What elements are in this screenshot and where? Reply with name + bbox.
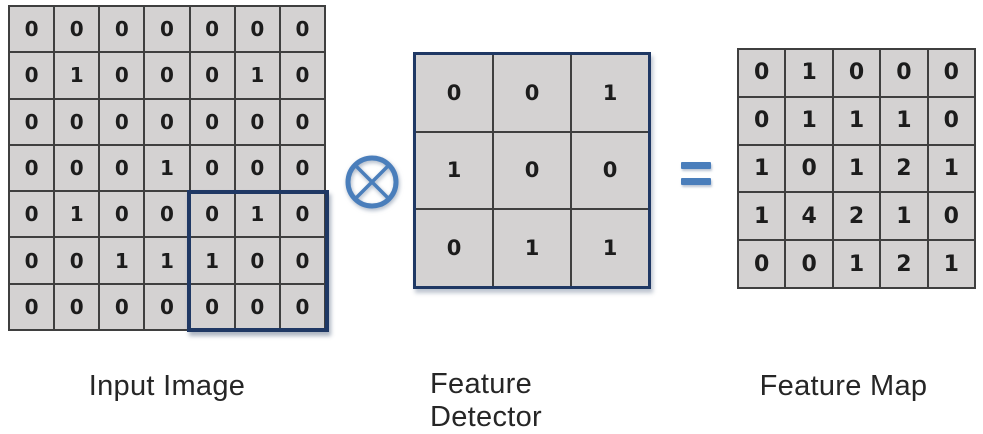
cell-r1c7: 0 — [280, 7, 324, 52]
cell-r2c3: 0 — [572, 132, 648, 209]
cell-r6c7: 0 — [280, 238, 324, 283]
convolution-icon — [345, 155, 399, 209]
cell-r7c2: 0 — [55, 284, 99, 329]
cell-r2c2: 1 — [55, 53, 99, 98]
cell-r3c3: 1 — [833, 145, 880, 192]
cell-r1c3: 0 — [833, 50, 880, 96]
cell-r3c4: 2 — [881, 145, 927, 192]
cell-r6c2: 0 — [55, 238, 99, 283]
cell-r2c1: 1 — [416, 132, 492, 209]
cell-r7c5: 0 — [190, 284, 234, 329]
cell-r1c3: 1 — [572, 55, 648, 131]
cell-r2c4: 1 — [881, 97, 927, 144]
cell-r4c4: 1 — [145, 145, 189, 191]
cell-r2c4: 0 — [145, 53, 189, 98]
feature-detector-label: Feature Detector — [430, 368, 542, 434]
cell-r4c4: 1 — [881, 193, 927, 240]
cell-r5c5: 0 — [190, 192, 234, 237]
equals-bar-bottom — [681, 178, 711, 185]
cell-r3c2: 0 — [786, 145, 832, 192]
cell-r5c5: 1 — [928, 241, 974, 287]
cell-r7c7: 0 — [280, 284, 324, 329]
cell-r2c6: 1 — [235, 53, 279, 98]
cell-r7c1: 0 — [10, 284, 54, 329]
cell-r3c1: 1 — [739, 145, 785, 192]
equals-icon — [681, 162, 711, 194]
cell-r3c2: 0 — [55, 99, 99, 144]
equals-bar-top — [681, 162, 711, 169]
cell-r3c6: 0 — [235, 99, 279, 144]
cell-r5c3: 0 — [100, 192, 144, 237]
cell-r1c2: 0 — [55, 7, 99, 52]
cell-r2c3: 0 — [100, 53, 144, 98]
cell-r4c2: 0 — [55, 145, 99, 191]
cell-r4c5: 0 — [190, 145, 234, 191]
cell-r5c4: 2 — [881, 241, 927, 287]
cell-r5c2: 1 — [55, 192, 99, 237]
cell-r3c3: 0 — [100, 99, 144, 144]
cell-r1c5: 0 — [928, 50, 974, 96]
cell-r2c7: 0 — [280, 53, 324, 98]
cell-r1c2: 0 — [494, 55, 570, 131]
cell-r3c1: 0 — [10, 99, 54, 144]
cell-r2c1: 0 — [10, 53, 54, 98]
cell-r5c1: 0 — [10, 192, 54, 237]
cell-r5c1: 0 — [739, 241, 785, 287]
cell-r1c4: 0 — [145, 7, 189, 52]
cell-r1c6: 0 — [235, 7, 279, 52]
cell-r5c4: 0 — [145, 192, 189, 237]
cell-r6c5: 1 — [190, 238, 234, 283]
cell-r2c5: 0 — [928, 97, 974, 144]
cell-r4c6: 0 — [235, 145, 279, 191]
cell-r6c6: 0 — [235, 238, 279, 283]
cell-r5c3: 1 — [833, 241, 880, 287]
cell-r1c1: 0 — [416, 55, 492, 131]
cell-r2c5: 0 — [190, 53, 234, 98]
cell-r3c2: 1 — [494, 210, 570, 286]
input-image-label: Input Image — [88, 370, 246, 402]
cell-r5c7: 0 — [280, 192, 324, 237]
cell-r3c1: 0 — [416, 210, 492, 286]
cell-r2c2: 1 — [786, 97, 832, 144]
feature-map-label: Feature Map — [759, 370, 928, 402]
cell-r4c5: 0 — [928, 193, 974, 240]
cell-r2c1: 0 — [739, 97, 785, 144]
cell-r1c3: 0 — [100, 7, 144, 52]
cell-r7c3: 0 — [100, 284, 144, 329]
cell-r1c2: 1 — [786, 50, 832, 96]
cell-r4c3: 0 — [100, 145, 144, 191]
cell-r2c2: 0 — [494, 132, 570, 209]
cell-r5c2: 0 — [786, 241, 832, 287]
cell-r7c4: 0 — [145, 284, 189, 329]
cell-r3c5: 1 — [928, 145, 974, 192]
cell-r6c1: 0 — [10, 238, 54, 283]
cell-r5c6: 1 — [235, 192, 279, 237]
cell-r1c1: 0 — [739, 50, 785, 96]
cell-r4c7: 0 — [280, 145, 324, 191]
cell-r4c3: 2 — [833, 193, 880, 240]
cell-r3c3: 1 — [572, 210, 648, 286]
cell-r1c4: 0 — [881, 50, 927, 96]
cell-r4c2: 4 — [786, 193, 832, 240]
cell-r4c1: 1 — [739, 193, 785, 240]
cell-r6c4: 1 — [145, 238, 189, 283]
cell-r6c3: 1 — [100, 238, 144, 283]
cell-r1c5: 0 — [190, 7, 234, 52]
cell-r3c7: 0 — [280, 99, 324, 144]
cell-r3c4: 0 — [145, 99, 189, 144]
cell-r4c1: 0 — [10, 145, 54, 191]
cell-r1c1: 0 — [10, 7, 54, 52]
cell-r7c6: 0 — [235, 284, 279, 329]
cell-r2c3: 1 — [833, 97, 880, 144]
cell-r3c5: 0 — [190, 99, 234, 144]
